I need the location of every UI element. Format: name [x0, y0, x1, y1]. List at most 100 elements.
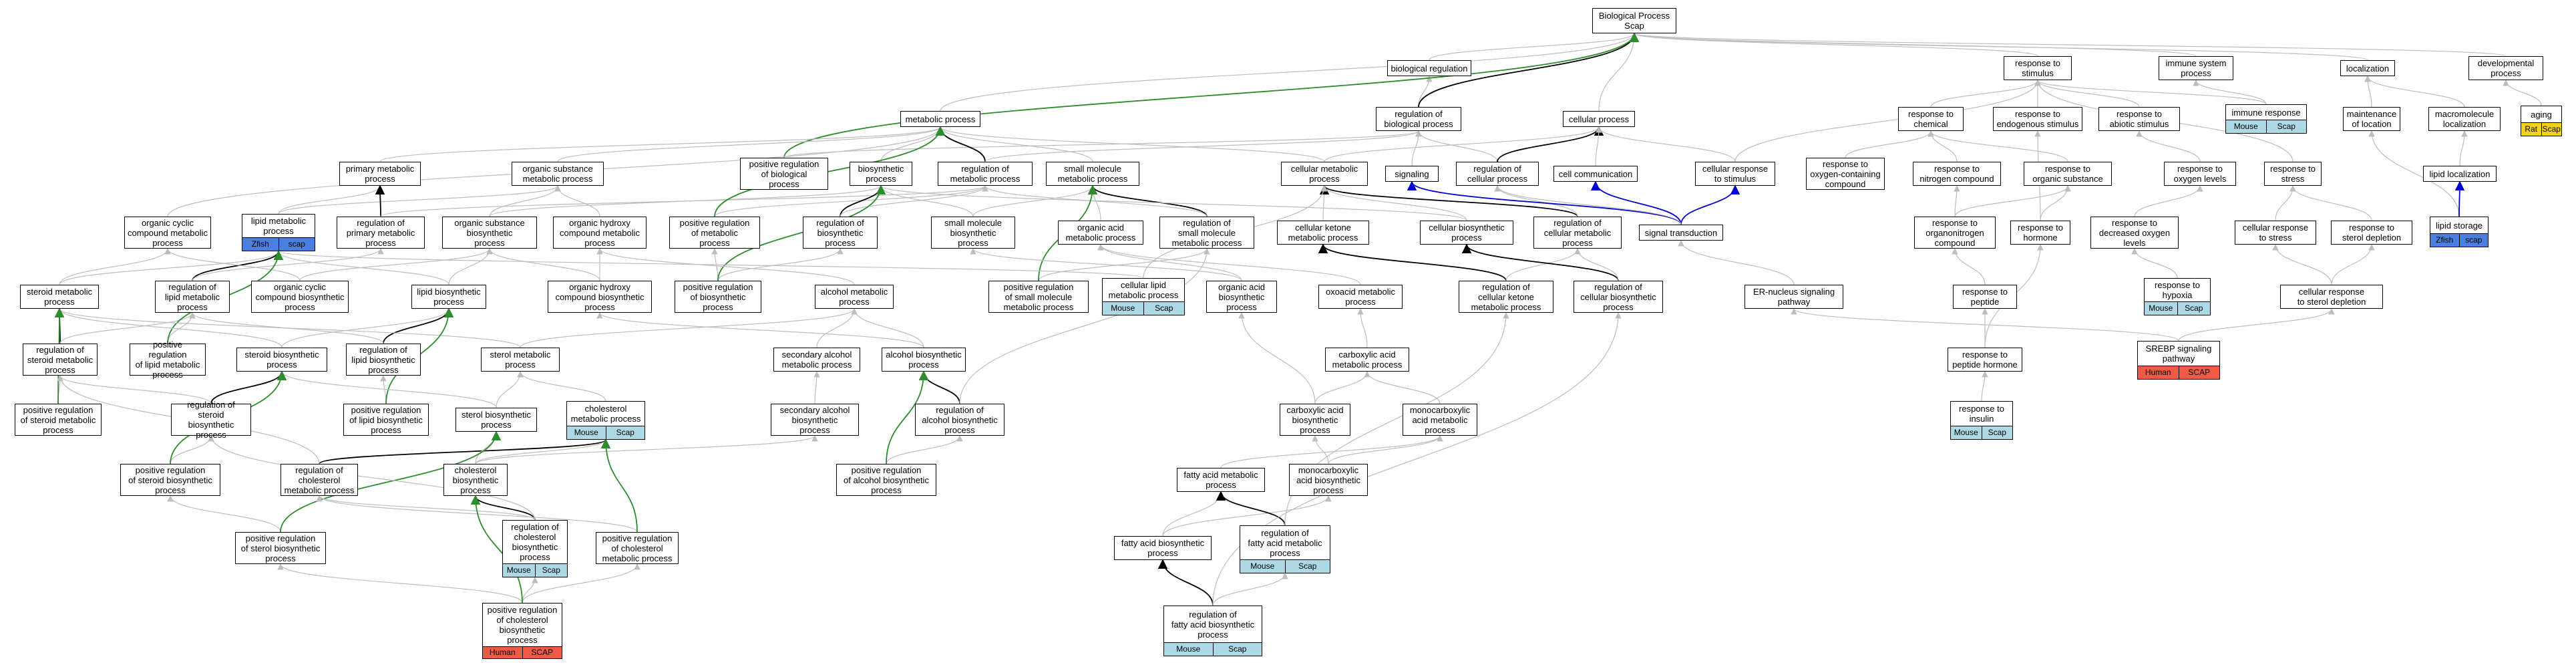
go-term-reg-cell-ketone[interactable]: regulation of cellular ketone metabolic … [1459, 281, 1553, 313]
go-term-reg-biol[interactable]: regulation of biological process [1376, 107, 1461, 131]
go-term-steroid-bio[interactable]: steroid biosynthetic process [236, 348, 327, 372]
go-term-signaling[interactable]: signaling [1385, 166, 1439, 182]
go-term-reg-chol-bio[interactable]: regulation of cholesterol biosynthetic p… [502, 520, 568, 577]
go-term-resp-oxy-lev[interactable]: response to oxygen levels [2164, 162, 2236, 186]
go-term-sterol-bio[interactable]: sterol biosynthetic process [455, 408, 537, 432]
go-term-reg-steroid-bio[interactable]: regulation of steroid biosynthetic proce… [171, 400, 251, 440]
go-term-pos-reg-met[interactable]: positive regulation of metabolic process [669, 217, 760, 249]
go-term-org-cyclic[interactable]: organic cyclic compound metabolic proces… [124, 217, 211, 249]
go-term-alcohol-bio[interactable]: alcohol biosynthetic process [882, 348, 966, 372]
go-term-organic-sub[interactable]: organic substance metabolic process [512, 162, 604, 186]
go-term-resp-dec-oxy[interactable]: response to decreased oxygen levels [2090, 217, 2179, 249]
go-term-cell-resp-stress[interactable]: cellular response to stress [2235, 221, 2316, 245]
go-term-cholesterol-bio[interactable]: cholesterol biosynthetic process [443, 464, 508, 496]
go-term-reg-small-mol[interactable]: regulation of small molecule metabolic p… [1159, 217, 1254, 249]
go-term-alcohol-met[interactable]: alcohol metabolic process [815, 285, 894, 309]
go-term-org-hydroxy-bio[interactable]: organic hydroxy compound biosynthetic pr… [548, 281, 652, 313]
go-term-immune-sys[interactable]: immune system process [2159, 56, 2233, 80]
go-term-reg-lipid-met[interactable]: regulation of lipid metabolic process [155, 281, 230, 313]
go-term-reg-alcohol-bio[interactable]: regulation of alcohol biosynthetic proce… [915, 404, 1004, 436]
go-term-primary-met[interactable]: primary metabolic process [339, 162, 421, 186]
go-term-pos-reg-steroid-bio[interactable]: positive regulation of steroid biosynthe… [120, 464, 220, 496]
go-term-resp-abiotic[interactable]: response to abiotic stimulus [2098, 107, 2180, 131]
go-term-resp-nitro[interactable]: response to nitrogen compound [1913, 162, 2001, 186]
go-term-maint-loc[interactable]: maintenance of location [2343, 107, 2400, 131]
go-term-cell-ketone[interactable]: cellular ketone metabolic process [1277, 221, 1369, 245]
go-term-localization[interactable]: localization [2340, 60, 2395, 76]
go-term-reg-met[interactable]: regulation of metabolic process [938, 162, 1033, 186]
go-term-resp-sterol-dep[interactable]: response to sterol depletion [2331, 221, 2412, 245]
go-term-fatty-acid-bio[interactable]: fatty acid biosynthetic process [1114, 536, 1212, 560]
go-term-resp-stim[interactable]: response to stimulus [2004, 56, 2072, 80]
go-term-resp-stress[interactable]: response to stress [2264, 162, 2322, 186]
go-term-steroid-met[interactable]: steroid metabolic process [20, 285, 99, 309]
go-term-er-nucleus[interactable]: ER-nucleus signaling pathway [1744, 285, 1843, 309]
go-term-reg-fatty-acid-bio[interactable]: regulation of fatty acid biosynthetic pr… [1163, 606, 1262, 656]
go-term-oxoacid[interactable]: oxoacid metabolic process [1318, 285, 1403, 309]
go-term-pos-reg-steroid-met[interactable]: positive regulation of steroid metabolic… [15, 404, 102, 436]
go-term-small-mol-bio[interactable]: small molecule biosynthetic process [931, 217, 1015, 249]
go-term-reg-cell-met[interactable]: regulation of cellular metabolic process [1533, 217, 1622, 249]
go-term-carbox-met[interactable]: carboxylic acid metabolic process [1325, 348, 1409, 372]
go-term-org-sub-bio[interactable]: organic substance biosynthetic process [442, 217, 537, 249]
go-term-reg-chol-met[interactable]: regulation of cholesterol metabolic proc… [281, 464, 358, 496]
go-term-signal-trans[interactable]: signal transduction [1639, 225, 1723, 241]
go-term-reg-fatty-acid-met[interactable]: regulation of fatty acid metabolic proce… [1240, 525, 1330, 573]
go-term-monocarb-bio[interactable]: monocarboxylic acid biosynthetic process [1289, 464, 1368, 496]
go-term-root[interactable]: Biological Process Scap [1592, 8, 1676, 33]
go-term-resp-pep-hormone[interactable]: response to peptide hormone [1948, 348, 2022, 372]
go-term-cellular-process[interactable]: cellular process [1563, 111, 1635, 127]
go-term-sec-alcohol-met[interactable]: secondary alcohol metabolic process [773, 348, 860, 372]
go-term-cell-comm[interactable]: cell communication [1553, 166, 1638, 182]
go-term-lipid-bio[interactable]: lipid biosynthetic process [411, 285, 486, 309]
go-term-pos-reg-lipid-bio[interactable]: positive regulation of lipid biosyntheti… [343, 404, 429, 436]
go-term-cell-resp-sterol[interactable]: cellular response to sterol depletion [2280, 285, 2383, 309]
go-term-cell-bio[interactable]: cellular biosynthetic process [1420, 221, 1513, 245]
go-term-sterol-met[interactable]: sterol metabolic process [481, 348, 560, 372]
go-term-carbox-bio[interactable]: carboxylic acid biosynthetic process [1280, 404, 1350, 436]
go-term-org-acid-met[interactable]: organic acid metabolic process [1058, 221, 1143, 245]
go-term-resp-organonitro[interactable]: response to organonitrogen compound [1914, 217, 1996, 249]
go-term-pos-reg-chol-bio[interactable]: positive regulation of cholesterol biosy… [482, 603, 562, 659]
go-term-pos-reg-chol-met[interactable]: positive regulation of cholesterol metab… [596, 532, 679, 564]
go-term-org-cyclic-bio[interactable]: organic cyclic compound biosynthetic pro… [251, 281, 349, 313]
go-term-pos-reg-small-mol[interactable]: positive regulation of small molecule me… [988, 281, 1089, 313]
go-term-resp-org-sub[interactable]: response to organic substance [2024, 162, 2112, 186]
go-term-org-hydroxy[interactable]: organic hydroxy compound metabolic proce… [553, 217, 647, 249]
go-term-resp-hormone[interactable]: response to hormone [2010, 221, 2070, 245]
go-term-pos-reg-lipid-met[interactable]: positive regulation of lipid metabolic p… [130, 340, 206, 380]
go-term-biol-reg[interactable]: biological regulation [1387, 60, 1471, 76]
go-term-developmental[interactable]: developmental process [2468, 56, 2543, 80]
go-term-reg-steroid-met[interactable]: regulation of steroid metabolic process [23, 344, 98, 376]
go-term-reg-cell[interactable]: regulation of cellular process [1456, 162, 1539, 186]
go-term-macro-loc[interactable]: macromolecule localization [2428, 107, 2501, 131]
go-term-resp-endo[interactable]: response to endogenous stimulus [1993, 107, 2082, 131]
go-term-org-acid-bio[interactable]: organic acid biosynthetic process [1206, 281, 1277, 313]
go-term-cell-resp-stim[interactable]: cellular response to stimulus [1695, 162, 1775, 186]
go-term-reg-bio[interactable]: regulation of biosynthetic process [803, 217, 878, 249]
go-term-metabolic[interactable]: metabolic process [900, 111, 980, 127]
go-term-resp-chemical[interactable]: response to chemical [1898, 107, 1964, 131]
go-term-reg-lipid-bio[interactable]: regulation of lipid biosynthetic process [346, 344, 421, 376]
go-term-pos-reg-alcohol-bio[interactable]: positive regulation of alcohol biosynthe… [836, 464, 936, 496]
go-term-pos-reg-sterol-bio[interactable]: positive regulation of sterol biosynthet… [235, 532, 326, 564]
go-term-lipid-loc[interactable]: lipid localization [2423, 166, 2497, 182]
go-term-monocarb-met[interactable]: monocarboxylic acid metabolic process [1403, 404, 1477, 436]
go-term-pos-reg-bio[interactable]: positive regulation of biosynthetic proc… [675, 281, 761, 313]
go-term-pos-reg-biol[interactable]: positive regulation of biological proces… [740, 158, 828, 190]
go-term-sec-alcohol-bio[interactable]: secondary alcohol biosynthetic process [771, 404, 859, 436]
go-term-resp-peptide[interactable]: response to peptide [1953, 285, 2017, 309]
go-term-resp-oxy-cmpd[interactable]: response to oxygen-containing compound [1806, 158, 1885, 190]
go-term-small-mol[interactable]: small molecule metabolic process [1046, 162, 1139, 186]
go-term-cell-met[interactable]: cellular metabolic process [1281, 162, 1368, 186]
go-term-reg-primary[interactable]: regulation of primary metabolic process [337, 217, 425, 249]
go-term-reg-cell-bio[interactable]: regulation of cellular biosynthetic proc… [1574, 281, 1663, 313]
